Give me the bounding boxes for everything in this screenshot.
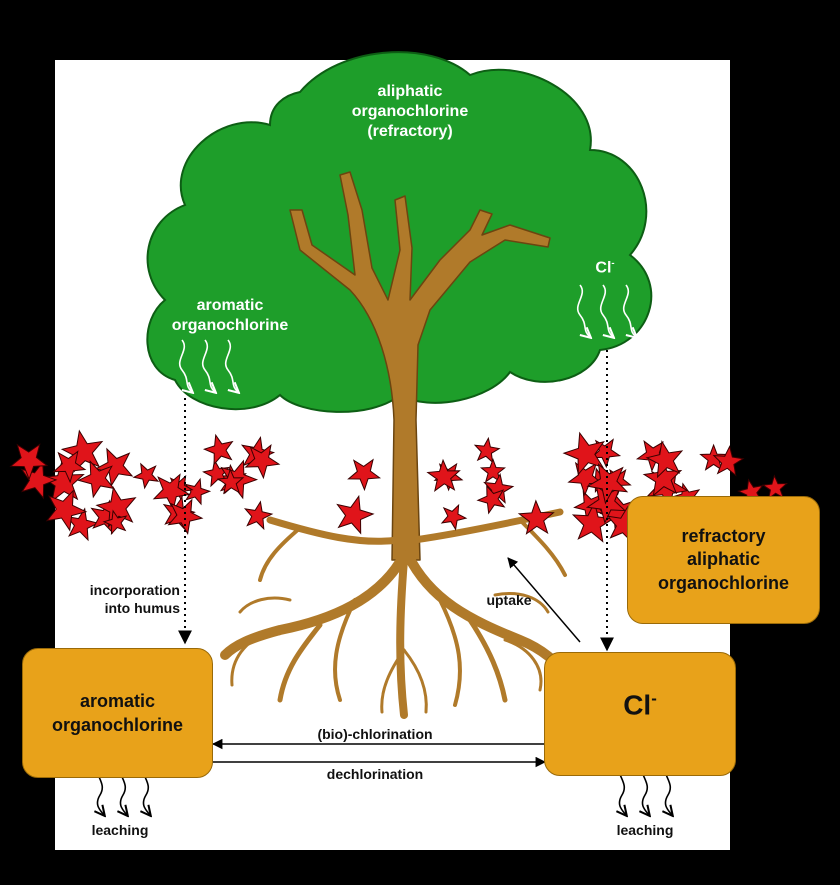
incorporation-label: incorporation into humus <box>89 582 180 616</box>
leaf-icon <box>217 468 245 495</box>
refractory-aliphatic-box: refractory aliphatic organochlorine <box>627 496 820 624</box>
leaf-icon <box>517 499 555 535</box>
leaf-icon <box>102 509 128 536</box>
leaf-icon <box>473 436 501 464</box>
leaf-icon <box>9 443 49 481</box>
leaf-icon <box>426 458 461 492</box>
leaching-right-label: leaching <box>616 822 674 838</box>
uptake-label: uptake <box>486 592 532 608</box>
leaf-icon <box>65 507 100 542</box>
aliphatic-canopy-label: aliphatic organochlorine (refractory) <box>351 83 469 140</box>
chloride-emission-wavy-arrows <box>576 284 636 337</box>
leaf-icon <box>77 460 115 499</box>
leaf-icon <box>202 433 234 466</box>
leaf-icon <box>567 461 604 497</box>
aromatic-emission-wavy-arrows <box>178 339 238 392</box>
leaf-icon <box>45 489 88 532</box>
aromatic-box-line1: aromatic <box>79 690 156 711</box>
leaf-icon <box>712 445 745 477</box>
aromatic-box-line2: organochlorine <box>51 715 183 735</box>
leaf-icon <box>243 500 274 531</box>
aromatic-organochlorine-box: aromatic organochlorine <box>22 648 213 778</box>
leaf-icon <box>52 450 87 484</box>
uptake-arrow <box>507 557 581 643</box>
leaf-icon <box>699 443 728 471</box>
dechlorination-label: dechlorination <box>326 766 424 782</box>
aromatic-canopy-label: aromatic organochlorine <box>171 297 289 334</box>
leaf-icon <box>562 431 605 476</box>
refractory-box-line2: aliphatic <box>686 549 760 570</box>
tree-trunk <box>289 171 551 561</box>
leaf-icon <box>440 503 468 531</box>
leaf-icon <box>60 429 104 473</box>
chloride-box: Cl- <box>544 652 736 776</box>
leaf-icon <box>132 462 160 490</box>
leaf-icon <box>244 444 281 480</box>
leaf-icon <box>184 477 212 506</box>
leaf-icon <box>167 498 204 535</box>
chloride-canopy-label: Cl- <box>595 258 615 277</box>
leaf-icon <box>571 501 615 543</box>
refractory-box-line3: organochlorine <box>657 572 789 593</box>
leaf-icon <box>645 440 684 479</box>
chloride-box-label: Cl- <box>623 689 657 721</box>
leaf-icon <box>336 494 375 535</box>
leaf-icon <box>476 484 506 515</box>
leaf-icon <box>347 458 382 492</box>
leaf-icon <box>20 460 58 500</box>
refractory-box-line1: refractory <box>681 525 766 546</box>
leaching-left-label: leaching <box>91 822 149 838</box>
chlorination-label: (bio)-chlorination <box>317 726 433 742</box>
